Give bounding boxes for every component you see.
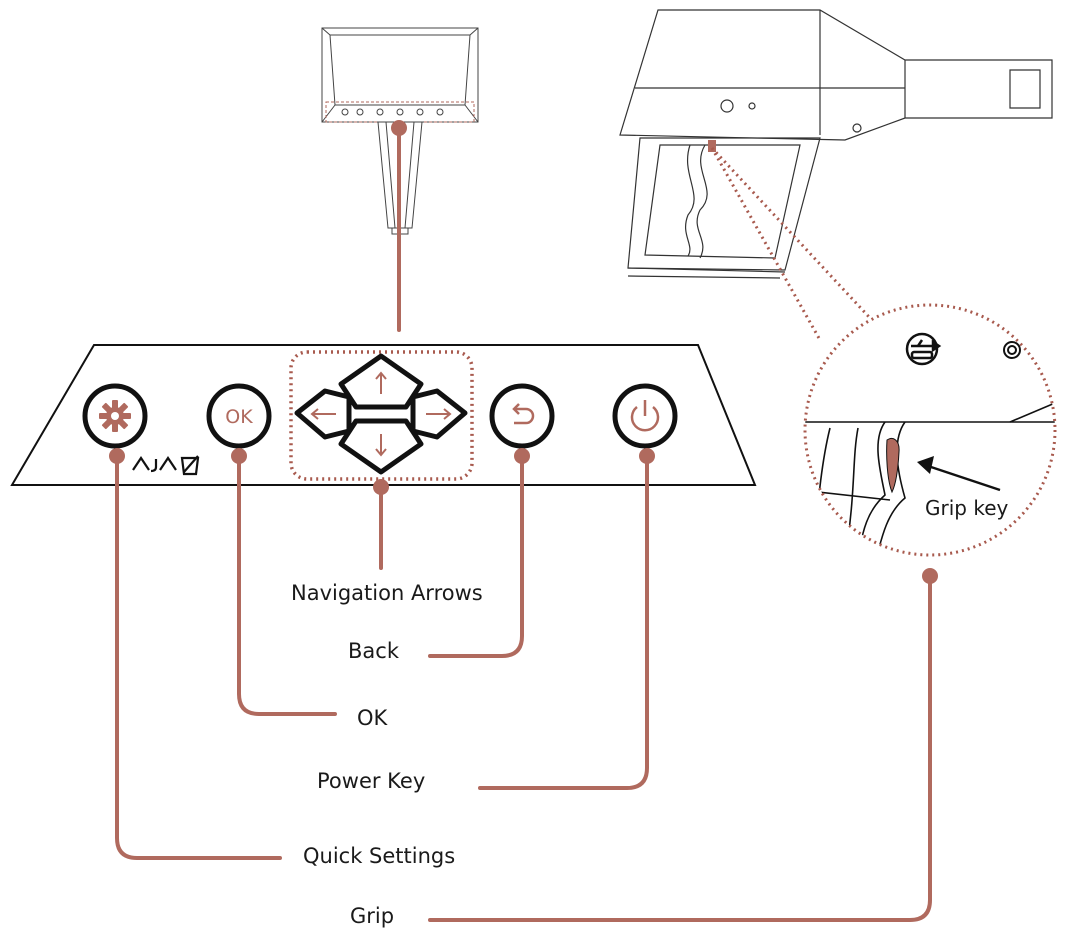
ok-button-label: OK <box>225 406 253 428</box>
nav-up-button[interactable] <box>338 353 424 410</box>
back-label: Back <box>348 639 399 663</box>
nav-down-button[interactable] <box>338 418 424 475</box>
nav-right-button[interactable] <box>410 388 468 440</box>
ok-button[interactable]: OK <box>206 383 272 449</box>
arrow-up-icon <box>375 371 387 394</box>
ring-icon <box>1003 341 1021 359</box>
quick-settings-label: Quick Settings <box>303 844 456 868</box>
power-icon <box>630 400 660 432</box>
quick-settings-button[interactable] <box>82 383 148 449</box>
device-front-view <box>321 27 479 235</box>
grip-zoom-circle <box>803 303 1057 557</box>
device-side-view <box>619 9 1053 279</box>
grip-key-label: Grip key <box>925 496 1009 520</box>
back-button[interactable] <box>489 383 555 449</box>
leader-lines <box>115 126 932 922</box>
arrow-down-icon <box>375 434 387 457</box>
control-panel <box>10 344 757 486</box>
leader-dots <box>109 120 938 584</box>
arrow-right-icon <box>426 408 452 420</box>
gear-icon <box>99 400 131 432</box>
arrow-left-icon <box>310 408 336 420</box>
nav-left-button[interactable] <box>294 388 352 440</box>
power-key-label: Power Key <box>317 769 426 793</box>
back-arrow-icon <box>512 403 535 425</box>
ok-label: OK <box>357 706 388 730</box>
navigation-arrows-label: Navigation Arrows <box>291 581 483 605</box>
zoom-connector <box>710 146 872 341</box>
brand-logo <box>132 455 200 476</box>
usb-icon <box>905 332 942 366</box>
grip-key-pointer <box>917 456 1001 492</box>
grip-label: Grip <box>350 904 395 928</box>
power-button[interactable] <box>612 383 678 449</box>
